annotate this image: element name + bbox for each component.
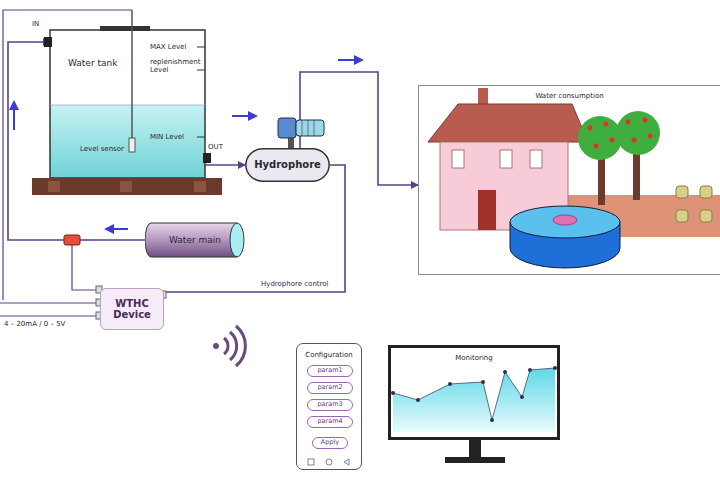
node-text: Hydrophore: [254, 159, 321, 171]
part-label: 4 – 20mA / 0 – 5V: [4, 320, 65, 328]
signal-wire: [0, 302, 100, 303]
node-text: Water main: [169, 235, 221, 245]
level-tick: [197, 70, 205, 71]
monitor-neck: [469, 440, 481, 458]
wifi-icon: [213, 326, 245, 366]
motor-fin: [302, 120, 303, 136]
connector-label: Hydrophore control: [259, 280, 331, 288]
pallet-block: [120, 181, 132, 192]
part-label: Level sensor: [80, 145, 128, 153]
plants: [676, 186, 712, 222]
param-field: param4: [307, 416, 353, 428]
tank-lid: [100, 26, 150, 31]
roof: [428, 104, 588, 142]
pump-motor: [296, 120, 324, 136]
part-label: IN: [32, 20, 39, 28]
tank-box: Water tank: [50, 30, 205, 178]
node-text: param1: [317, 367, 342, 374]
pump-head: [278, 118, 296, 138]
motor-fin: [308, 120, 309, 136]
node-text: Water tank: [68, 58, 117, 68]
param-field: param1: [307, 365, 353, 377]
node-text: Configuration: [305, 351, 352, 359]
fruits: [588, 118, 653, 149]
monitor-base: [445, 457, 505, 463]
pool-water: [510, 206, 620, 238]
level-tick: [197, 137, 205, 138]
part-label: MAX Level: [150, 43, 186, 51]
tank-water: [50, 105, 205, 178]
window: [500, 150, 512, 168]
sensor-cable: [3, 10, 132, 300]
tank-outline: [50, 30, 205, 178]
part-label: MIN Level: [150, 133, 184, 141]
hydrophore-vessel: Hydrophore: [245, 148, 330, 182]
apply-button: Apply: [312, 437, 348, 449]
part-label: OUT: [208, 143, 223, 151]
chart-area: [393, 368, 555, 432]
node-text: Monitoring: [455, 354, 492, 362]
tree-crown: [578, 116, 622, 160]
node-text: WTHC Device: [104, 298, 160, 321]
node-text: param4: [317, 418, 342, 425]
wthc-device: WTHC Device: [100, 288, 164, 330]
part-label: replenishment Level: [150, 58, 196, 74]
valve-control-wire: [72, 244, 100, 290]
consumption-panel: Water consumption: [418, 85, 720, 275]
pipe-connector: [205, 164, 245, 166]
pool-float: [553, 215, 577, 225]
outlet-connector: [203, 153, 211, 163]
flow-arrows: [9, 55, 364, 234]
motor-fin: [314, 120, 315, 136]
param-field: param3: [307, 399, 353, 411]
pump-leg: [288, 137, 294, 149]
pallet-block: [48, 181, 60, 192]
level-tick: [197, 47, 205, 48]
pallet-block: [194, 181, 206, 192]
node-text: param2: [317, 384, 342, 391]
water-main-pipe: Water main: [145, 222, 245, 258]
node-text: Apply: [321, 439, 339, 446]
level-sensor: [129, 138, 135, 152]
chart-line: [393, 368, 555, 420]
inlet-connector: [44, 37, 52, 47]
chart-points: [391, 366, 557, 422]
window: [530, 150, 542, 168]
window: [452, 150, 464, 168]
water-surface: [50, 105, 205, 106]
tree-crown: [616, 111, 660, 155]
node-text: param3: [317, 401, 342, 408]
monitor-screen: Monitoring: [388, 345, 560, 440]
signal-wire: [0, 315, 100, 316]
door: [478, 190, 496, 230]
phone-config: Configuration param1 param2 param3 param4App…: [296, 343, 362, 470]
param-field: param2: [307, 382, 353, 394]
pallet: [32, 178, 222, 195]
phone-buttons: [308, 459, 349, 465]
valve: [64, 235, 80, 245]
node-text: Water consumption: [535, 92, 603, 100]
level-sensor-rod: [131, 10, 133, 150]
pipe-connector: [8, 42, 145, 240]
